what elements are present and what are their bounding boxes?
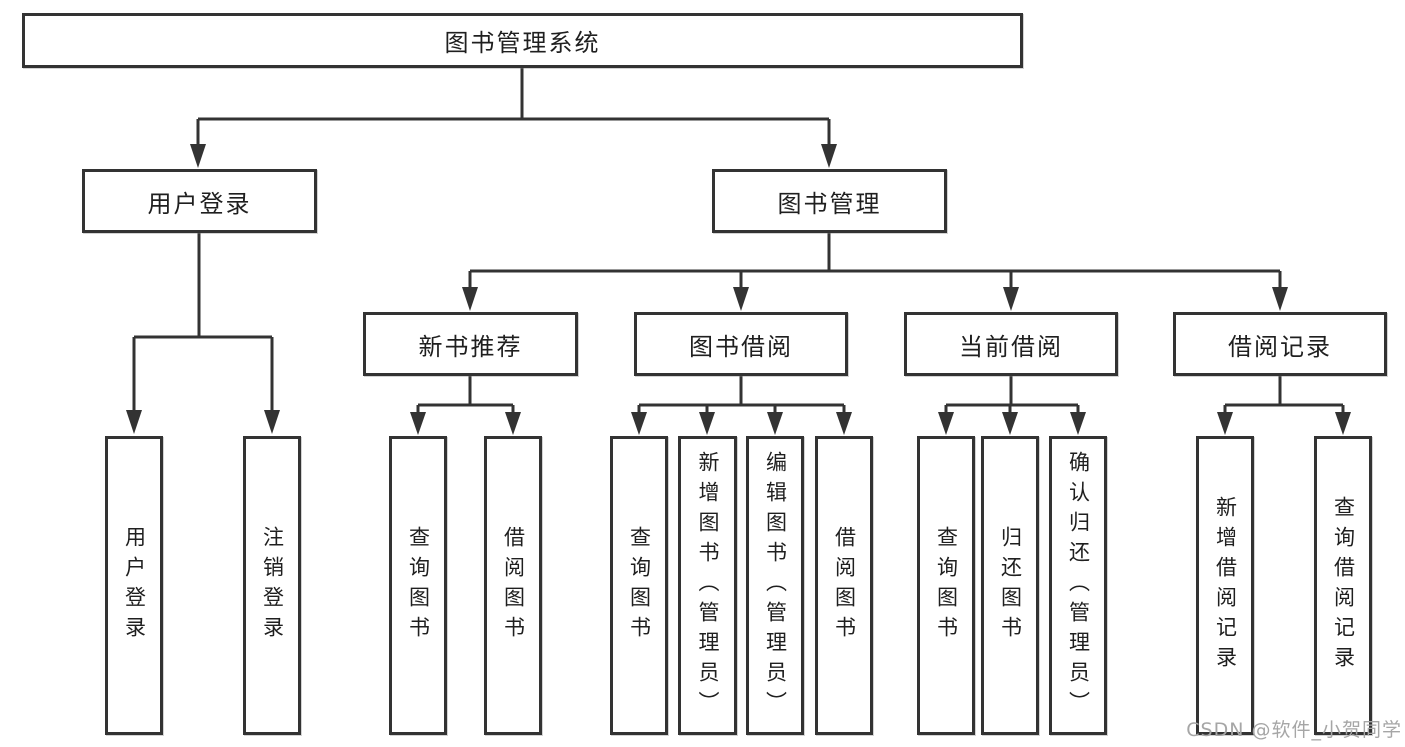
arrowhead (767, 412, 783, 435)
connector-root-to-level2 (190, 68, 837, 168)
connector-line (416, 376, 515, 414)
node-label: 编辑图书（管理员） (763, 450, 788, 721)
node-label: 借阅图书 (501, 525, 526, 646)
connector-line (944, 376, 1080, 414)
node-new-book-recommend: 新书推荐 (363, 312, 578, 376)
node-user-login: 用户登录 (82, 169, 317, 233)
node-label: 查询借阅记录 (1331, 495, 1356, 676)
leaf-confirm-return-admin: 确认归还（管理员） (1049, 436, 1107, 735)
leaf-borrow-book: 借阅图书 (815, 436, 873, 735)
node-book-management: 图书管理 (712, 169, 947, 233)
arrowhead (631, 412, 647, 435)
leaf-search-books-recommend: 查询图书 (389, 436, 447, 735)
node-label: 归还图书 (998, 525, 1023, 646)
node-label: 图书管理系统 (444, 29, 601, 57)
arrowhead (462, 287, 478, 311)
arrowhead (938, 412, 954, 435)
arrowhead (699, 412, 715, 435)
node-label: 确认归还（管理员） (1066, 450, 1091, 721)
node-current-borrow: 当前借阅 (904, 312, 1118, 376)
connector-borrow-records-to-leaves (1217, 376, 1351, 435)
connector-user-login-to-leaves (126, 233, 280, 434)
leaf-search-books-borrow: 查询图书 (610, 436, 668, 735)
node-label: 图书借阅 (689, 332, 793, 361)
arrowhead (1272, 287, 1288, 311)
node-label: 当前借阅 (959, 332, 1063, 361)
node-label: 图书管理 (777, 189, 882, 218)
leaf-add-borrow-record: 新增借阅记录 (1196, 436, 1254, 735)
arrowhead (190, 144, 206, 168)
node-book-borrow: 图书借阅 (634, 312, 848, 376)
node-label: 用户登录 (122, 525, 147, 646)
node-label: 新增借阅记录 (1213, 495, 1238, 676)
connector-line (468, 233, 1282, 289)
arrowhead (821, 144, 837, 168)
arrowhead (1003, 287, 1019, 311)
node-label: 用户登录 (147, 189, 252, 218)
leaf-edit-book-admin: 编辑图书（管理员） (746, 436, 804, 735)
leaf-user-login: 用户登录 (105, 436, 163, 735)
arrowhead (1002, 412, 1018, 435)
arrowhead (410, 412, 426, 435)
leaf-borrow-books-recommend: 借阅图书 (484, 436, 542, 735)
connector-line (196, 68, 831, 146)
arrowhead (1070, 412, 1086, 435)
leaf-logout: 注销登录 (243, 436, 301, 735)
connector-current-borrow-to-leaves (938, 376, 1086, 435)
connector-book-management-to-level3 (462, 233, 1288, 311)
node-label: 新增图书（管理员） (696, 450, 720, 721)
connector-new-book-recommend-to-leaves (410, 376, 521, 435)
connector-line (1223, 376, 1345, 414)
node-label: 新书推荐 (418, 332, 523, 361)
arrowhead (733, 287, 749, 311)
leaf-add-book-admin: 新增图书（管理员） (678, 436, 737, 735)
node-root-library-system: 图书管理系统 (22, 13, 1023, 68)
node-label: 查询图书 (627, 525, 652, 646)
csdn-watermark: CSDN @软件_小贺同学 (1186, 719, 1402, 741)
node-label: 注销登录 (260, 525, 285, 646)
node-label: 查询图书 (934, 525, 959, 646)
arrowhead (126, 410, 142, 434)
node-label: 借阅记录 (1228, 332, 1332, 361)
arrowhead (264, 410, 280, 434)
leaf-search-books-current: 查询图书 (917, 436, 975, 735)
connector-line (637, 376, 846, 414)
connector-line (132, 233, 274, 412)
connector-book-borrow-to-leaves (631, 376, 852, 435)
leaf-return-book: 归还图书 (981, 436, 1039, 735)
arrowhead (836, 412, 852, 435)
arrowhead (505, 412, 521, 435)
arrowhead (1217, 412, 1233, 435)
leaf-search-borrow-record: 查询借阅记录 (1314, 436, 1372, 735)
node-label: 查询图书 (406, 525, 431, 646)
arrowhead (1335, 412, 1351, 435)
node-borrow-records: 借阅记录 (1173, 312, 1387, 376)
node-label: 借阅图书 (832, 525, 857, 646)
